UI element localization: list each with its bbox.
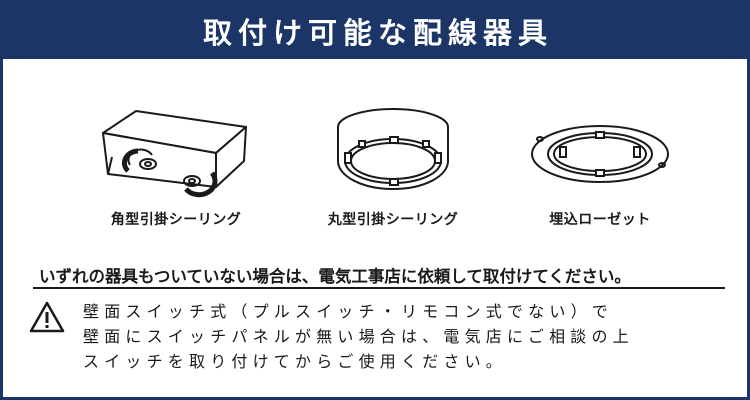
fixture-round-ceiling: 丸型引掛シーリング [293,99,493,234]
warning-block: 壁面スイッチ式（プルスイッチ・リモコン式でない）で 壁面にスイッチパネルが無い場… [29,299,729,389]
header-bar: 取付け可能な配線器具 [3,3,750,59]
notice: いずれの器具もついていない場合は、電気工事店に依頼して取付けてください。 [33,261,725,289]
round-ceiling-outlet-icon [337,108,449,190]
fixture-square-ceiling: 角型引掛シーリング [76,99,276,234]
warning-line: 壁面スイッチ式（プルスイッチ・リモコン式でない）で [83,302,614,321]
notice-text: いずれの器具もついていない場合は、電気工事店に依頼して取付けてください。 [39,267,631,286]
fixture-flush-rosette: 埋込ローゼット [500,99,700,234]
fixture-label: 埋込ローゼット [549,212,651,228]
fixture-label: 角型引掛シーリング [110,212,242,228]
warning-line: 壁面にスイッチパネルが無い場合は、電気店にご相談の上 [83,327,634,346]
warning-text: 壁面スイッチ式（プルスイッチ・リモコン式でない）で 壁面にスイッチパネルが無い場… [83,299,733,374]
warning-triangle-icon [29,301,65,337]
warning-line: スイッチを取り付けてからご使用ください。 [83,352,508,371]
page-title: 取付け可能な配線器具 [202,16,553,50]
fixture-label: 丸型引掛シーリング [327,212,459,228]
square-ceiling-outlet-icon [102,110,247,198]
flush-rosette-icon [531,125,669,183]
